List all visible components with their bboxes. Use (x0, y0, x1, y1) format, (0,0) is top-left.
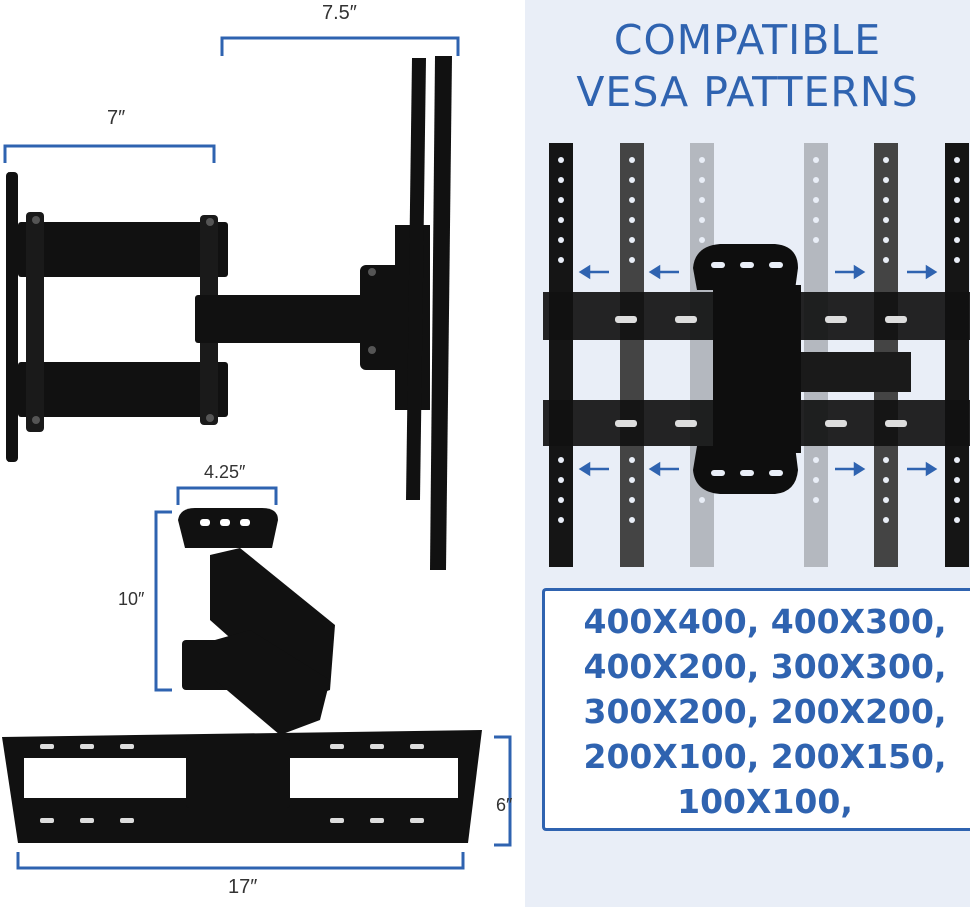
dimension-line-plate-height (154, 510, 172, 692)
panel-title: COMPATIBLE VESA PATTERNS (525, 14, 970, 118)
vesa-patterns-panel: COMPATIBLE VESA PATTERNS (525, 0, 970, 907)
dimension-line-plate-width (176, 486, 278, 505)
dimension-plate-height: 10″ (118, 589, 145, 609)
dimension-bracket-height: 6″ (496, 795, 513, 815)
dimension-plate-width: 4.25″ (204, 462, 246, 482)
vesa-pattern-line: 100X100, (677, 782, 853, 821)
title-line-1: COMPATIBLE (613, 16, 882, 64)
side-view-mount (6, 56, 452, 570)
vesa-patterns-box: 400X400, 400X300, 400X200, 300X300, 300X… (542, 588, 970, 831)
vesa-patterns-list: 400X400, 400X300, 400X200, 300X300, 300X… (545, 599, 970, 824)
dimension-line-wall (3, 144, 216, 163)
vesa-pattern-line: 400X200, 300X300, (583, 647, 947, 686)
title-line-2: VESA PATTERNS (576, 68, 919, 116)
vesa-pattern-line: 300X200, 200X200, (583, 692, 947, 731)
vesa-pattern-line: 400X400, 400X300, (583, 602, 947, 641)
dimension-line-bracket-height (494, 735, 512, 847)
vesa-bracket-illustration (543, 143, 970, 567)
dimension-bracket-width: 17″ (228, 876, 258, 898)
dimension-wall-plate-depth: 7″ (107, 107, 126, 129)
dimension-arm-depth: 7.5″ (322, 2, 357, 24)
product-dimensions-panel: 7.5″ 7″ 4.25″ 10″ 6″ 17″ (2, 2, 513, 898)
mount-illustrations (2, 36, 512, 870)
dimension-line-bracket-width (16, 852, 465, 870)
dimension-line-top (220, 36, 460, 56)
vesa-pattern-line: 200X100, 200X150, (583, 737, 947, 776)
